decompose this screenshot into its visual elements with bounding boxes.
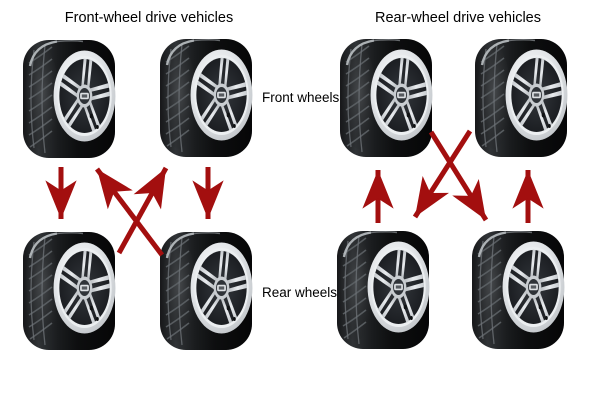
rwd-section-title: Rear-wheel drive vehicles (374, 10, 541, 26)
tire-icon-rwd-rear-left (335, 229, 431, 351)
front-wheels-label: Front wheels (262, 90, 340, 105)
tire-icon-fwd-rear-right (158, 230, 254, 352)
fwd-section-title: Front-wheel drive vehicles (64, 10, 234, 26)
tire-icon-fwd-front-right (158, 37, 254, 159)
tire-icon-fwd-front-left (21, 38, 117, 160)
tire-icon-rwd-rear-right (470, 229, 566, 351)
tire-icon-fwd-rear-left (21, 230, 117, 352)
tire-icon-rwd-front-right (473, 37, 569, 159)
rear-wheels-label: Rear wheels (262, 285, 338, 300)
tire-icon-rwd-front-left (338, 37, 434, 159)
